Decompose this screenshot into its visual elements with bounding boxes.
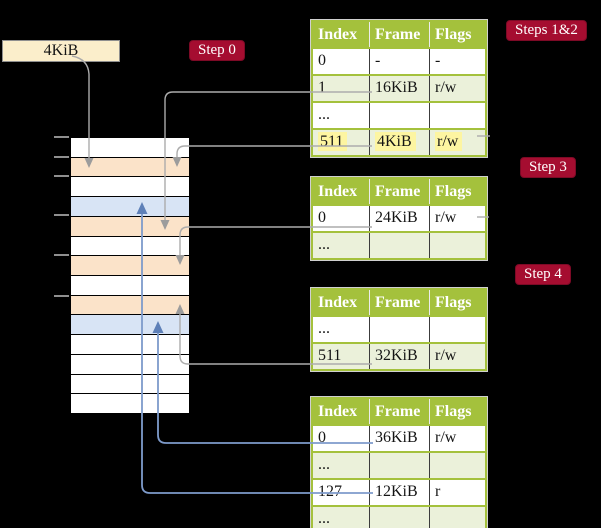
cell-flags: r/w — [429, 76, 485, 101]
memory-row — [71, 276, 189, 296]
header-flags: Flags — [429, 179, 485, 204]
page-table-steps-1-2: Index Frame Flags 0 - - 1 16KiB r/w ... … — [311, 20, 487, 157]
cell-flags — [429, 453, 485, 478]
table-row: ... — [313, 101, 485, 128]
cell-index: 511 — [318, 347, 342, 364]
badge-step-3: Step 3 — [520, 157, 576, 178]
cell-frame — [369, 103, 429, 128]
memory-tick — [54, 254, 69, 256]
cell-frame: - — [369, 49, 429, 74]
cell-flags — [429, 507, 485, 528]
table-row: ... — [313, 315, 485, 342]
table-row: ... — [313, 505, 485, 528]
cell-flags — [429, 317, 485, 342]
cell-index: 0 — [318, 429, 326, 446]
memory-tick — [54, 136, 69, 138]
cell-flags: r — [429, 480, 485, 505]
highlight: 511 — [318, 132, 348, 151]
page-table-step-4: Index Frame Flags ... 511 32KiB r/w — [311, 288, 487, 371]
memory-tick — [54, 175, 69, 177]
frame-size-box: 4KiB — [2, 40, 120, 62]
table-header-row: Index Frame Flags — [313, 399, 485, 424]
header-flags: Flags — [429, 399, 485, 424]
memory-row — [71, 236, 189, 257]
header-index: Index — [318, 26, 358, 43]
table-row: ... — [313, 231, 485, 258]
table-row: 0 - - — [313, 47, 485, 74]
cell-flags: r/w — [429, 206, 485, 231]
header-frame: Frame — [369, 399, 429, 424]
memory-row — [71, 138, 189, 158]
header-flags: Flags — [429, 290, 485, 315]
table-row: ... — [313, 451, 485, 478]
highlight: 4KiB — [375, 132, 416, 151]
cell-flags: - — [429, 49, 485, 74]
cell-index: ... — [318, 106, 330, 123]
cell-frame: 24KiB — [369, 206, 429, 231]
cell-flags: r/w — [429, 130, 485, 155]
header-frame: Frame — [369, 290, 429, 315]
header-frame: Frame — [369, 179, 429, 204]
memory-row — [71, 335, 189, 355]
memory-row-16kib — [71, 216, 189, 237]
header-index: Index — [318, 403, 358, 420]
cell-index: ... — [318, 320, 330, 337]
cell-frame: 16KiB — [369, 76, 429, 101]
cell-index: ... — [318, 236, 330, 253]
cell-index: ... — [318, 510, 330, 527]
cell-frame — [369, 453, 429, 478]
table-row: 0 24KiB r/w — [313, 204, 485, 231]
cell-frame — [369, 507, 429, 528]
header-flags: Flags — [429, 22, 485, 47]
table-header-row: Index Frame Flags — [313, 290, 485, 315]
header-index: Index — [318, 294, 358, 311]
cell-frame — [369, 317, 429, 342]
cell-frame — [369, 233, 429, 258]
table-row-highlighted: 511 4KiB r/w — [313, 128, 485, 155]
memory-row — [71, 177, 189, 198]
cell-index: 1 — [318, 79, 326, 96]
memory-row-32kib — [71, 295, 189, 316]
memory-row — [71, 354, 189, 375]
badge-step-4: Step 4 — [515, 264, 571, 285]
badge-steps-1-and-2: Steps 1&2 — [506, 20, 587, 41]
header-index: Index — [318, 183, 358, 200]
table-row: 127 12KiB r — [313, 478, 485, 505]
cell-index: 0 — [318, 52, 326, 69]
cell-index: 127 — [318, 483, 342, 500]
cell-frame: 12KiB — [369, 480, 429, 505]
cell-flags — [429, 233, 485, 258]
memory-row-24kib — [71, 256, 189, 277]
cell-frame: 32KiB — [369, 344, 429, 369]
table-row: 511 32KiB r/w — [313, 342, 485, 369]
cell-frame: 36KiB — [369, 426, 429, 451]
memory-tick — [54, 214, 69, 216]
table-row: 0 36KiB r/w — [313, 424, 485, 451]
memory-row-4kib — [71, 157, 189, 178]
cell-frame: 4KiB — [369, 130, 429, 155]
page-table-step-3: Index Frame Flags 0 24KiB r/w ... — [311, 177, 487, 260]
memory-tick — [54, 295, 69, 297]
cell-flags — [429, 103, 485, 128]
page-table-leaf: Index Frame Flags 0 36KiB r/w ... 127 12… — [311, 397, 487, 528]
memory-row — [71, 394, 189, 414]
physical-memory-strip — [70, 137, 190, 414]
cell-index: ... — [318, 456, 330, 473]
cell-flags: r/w — [429, 344, 485, 369]
table-header-row: Index Frame Flags — [313, 22, 485, 47]
highlight: r/w — [435, 132, 463, 151]
memory-tick — [54, 156, 69, 158]
cell-index: 511 — [313, 130, 369, 155]
memory-row-36kib — [71, 315, 189, 336]
cell-index: 0 — [318, 209, 326, 226]
table-row: 1 16KiB r/w — [313, 74, 485, 101]
cell-flags: r/w — [429, 426, 485, 451]
memory-row-12kib — [71, 197, 189, 217]
table-header-row: Index Frame Flags — [313, 179, 485, 204]
header-frame: Frame — [369, 22, 429, 47]
memory-row — [71, 374, 189, 395]
badge-step-0: Step 0 — [189, 40, 245, 61]
